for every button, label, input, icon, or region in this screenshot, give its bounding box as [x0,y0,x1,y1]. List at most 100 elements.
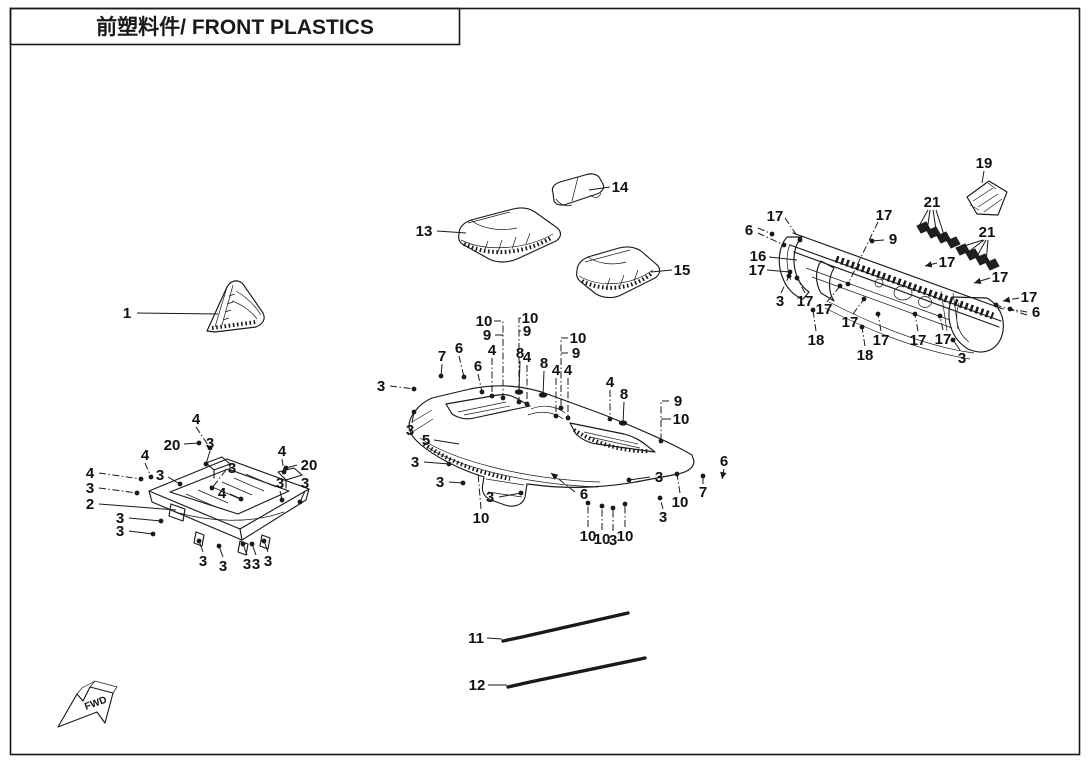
leader-line [195,426,211,449]
fastener-marker [538,392,548,398]
fastener-marker [158,518,164,524]
leader-line [458,355,465,378]
fastener-marker [658,438,664,444]
leader-line [861,326,866,347]
fastener-marker [518,490,524,496]
fastener-marker [565,415,571,421]
part-number-callout: 10 [522,310,539,327]
fastener-marker [460,480,466,486]
part-number-callout: 6 [720,453,728,470]
leader-line [136,312,219,315]
part-number-callout: 4 [552,362,561,379]
part-number-callout: 12 [469,677,486,694]
part-number-callout: 4 [488,342,497,359]
leader-line [477,373,483,393]
page-title: 前塑料件/ FRONT PLASTICS [96,15,374,39]
fastener-marker [500,395,506,401]
leader-line [550,472,576,493]
part-number-callout: 21 [924,194,941,211]
leader-line [486,637,503,640]
title-box [9,7,461,46]
part-number-callout: 3 [301,475,309,492]
leader-line [433,439,460,445]
part-number-callout: 10 [672,494,689,511]
part-number-callout: 17 [935,331,952,348]
part-number-callout: 3 [436,474,444,491]
part-number-callout: 17 [873,332,890,349]
leader-line [926,209,931,232]
part-number-callout: 10 [473,510,490,527]
part-13-cover-drawing [458,207,562,263]
fastener-marker [150,531,156,537]
fastener-marker [787,269,793,275]
leader-line [784,217,801,241]
part-number-callout: 18 [857,347,874,364]
leader-line [128,530,154,535]
fastener-marker [446,461,452,467]
leader-line [660,400,669,441]
fastener-marker [700,473,706,479]
fastener-marker [610,505,616,511]
part-number-callout: 9 [523,323,531,340]
fastener-marker [657,495,663,501]
fastener-marker [599,503,605,509]
part-number-callout: 4 [86,465,95,482]
fastener-marker [238,496,244,502]
part-number-callout: 17 [842,314,859,331]
leader-line [966,239,985,254]
part-15-cover-drawing [576,246,661,299]
fastener-marker [283,465,289,471]
front-rack-assembly-drawing [778,232,1004,360]
arrowhead-marker [925,261,933,268]
fastener-marker [993,302,999,308]
part-number-callout: 3 [377,378,385,395]
arrowhead-marker [974,277,982,285]
leader-line [588,186,611,191]
part-number-callout: 21 [979,224,996,241]
leader-line [518,317,521,402]
fastener-marker [810,307,816,313]
fastener-marker [196,538,202,544]
leader-line [766,269,791,273]
leader-line [211,469,227,489]
part-number-callout: 4 [278,443,287,460]
part-number-callout: 10 [673,411,690,428]
leader-line [128,517,162,522]
part-number-callout: 3 [609,532,617,549]
leader-line [423,461,450,465]
fastener-marker [845,281,851,287]
fastener-marker [177,481,183,487]
leader-line [498,492,522,498]
fastener-marker [240,541,246,547]
part-number-callout: 3 [86,480,94,497]
part-number-callout: 3 [206,435,214,452]
fastener-marker [875,311,881,317]
fastener-marker [516,399,522,405]
fastener-marker [869,238,875,244]
part-number-callout: 8 [516,345,524,362]
part-number-callout: 3 [776,293,784,310]
leader-line [995,304,1028,316]
part-number-callout: 3 [116,510,124,527]
fastener-marker [196,440,202,446]
leader-line [914,313,919,332]
part-number-callout: 3 [411,454,419,471]
part-number-callout: 8 [620,386,628,403]
fastener-marker [279,497,285,503]
leader-line [650,269,673,273]
fastener-marker [622,501,628,507]
leader-line [518,360,521,393]
leader-line [757,232,785,246]
part-number-callout: 6 [580,486,588,503]
part-number-callout: 4 [564,362,573,379]
part-number-callout: 3 [243,556,251,573]
leader-line [981,170,985,184]
part-number-callout: 17 [1021,289,1038,306]
leader-line [436,230,467,234]
fastener-marker [786,273,792,279]
fastener-marker [479,389,485,395]
part-number-callout: 4 [141,447,150,464]
fastener-marker [558,405,564,411]
